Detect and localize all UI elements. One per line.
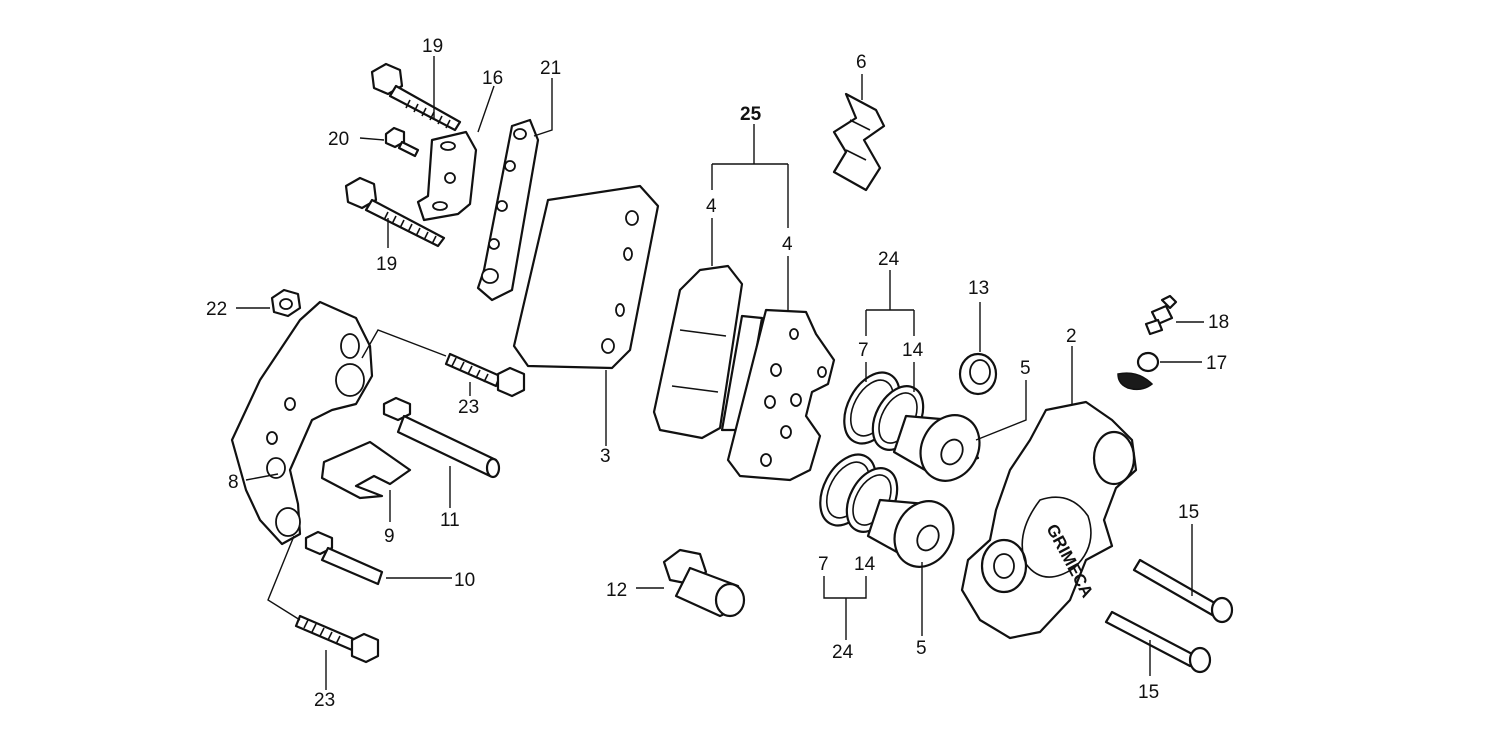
callout-7-lower: 7: [818, 554, 829, 575]
piston-5-upper: [892, 414, 981, 482]
callout-7-upper: 7: [858, 340, 869, 361]
callout-19-top: 19: [422, 36, 443, 57]
callout-4-right: 4: [782, 234, 793, 255]
bolt-20: [384, 126, 420, 158]
bracket-16: [416, 130, 478, 222]
callout-24-upper: 24: [878, 249, 900, 270]
callout-13: 13: [968, 278, 989, 299]
callout-19-bottom: 19: [376, 254, 397, 275]
pin-10: [304, 530, 384, 586]
callout-9: 9: [384, 526, 395, 547]
leader-lines: [236, 56, 1204, 690]
callout-22: 22: [206, 299, 227, 320]
callout-20: 20: [328, 129, 349, 150]
callout-18: 18: [1208, 312, 1229, 333]
bracket-8: [230, 300, 374, 546]
callout-5-upper: 5: [1020, 358, 1031, 379]
bolt-19-lower: [344, 176, 446, 248]
banjo-bolt-12: [662, 548, 746, 618]
callout-10: 10: [454, 570, 475, 591]
callout-14-lower: 14: [854, 554, 876, 575]
callout-25: 25: [740, 104, 762, 125]
brake-pad-4-left: [652, 264, 764, 440]
brake-pad-4-right: [726, 308, 836, 482]
bushing-13: [958, 352, 998, 396]
callout-17: 17: [1206, 353, 1227, 374]
bleeder-cap-17: [1117, 351, 1160, 391]
callout-8: 8: [228, 472, 239, 493]
callout-21: 21: [540, 58, 561, 79]
caliper-body-2: GRIMECA: [960, 400, 1138, 640]
piston-5-lower: [866, 498, 955, 568]
callout-23-upper: 23: [458, 397, 479, 418]
clip-9: [320, 440, 412, 500]
callout-3: 3: [600, 446, 611, 467]
callout-23-lower: 23: [314, 690, 335, 711]
pad-spring-6: [832, 92, 886, 192]
callout-24-lower: 24: [832, 642, 854, 663]
bolt-23-upper: [444, 352, 526, 398]
callout-15-lower: 15: [1138, 682, 1159, 703]
pin-15-lower: [1104, 610, 1212, 674]
callout-5-lower: 5: [916, 638, 927, 659]
pin-15-upper: [1132, 558, 1234, 624]
callout-4-left: 4: [706, 196, 717, 217]
callout-11: 11: [440, 510, 460, 531]
bolt-19-upper: [370, 62, 462, 132]
callout-2: 2: [1066, 326, 1077, 347]
callout-16: 16: [482, 68, 503, 89]
nut-22: [270, 288, 302, 318]
plate-21: [476, 118, 540, 302]
pin-11: [382, 396, 501, 479]
callout-15-upper: 15: [1178, 502, 1199, 523]
callout-6: 6: [856, 52, 867, 73]
callout-12: 12: [606, 580, 627, 601]
callout-labels: 19 16 21 20 19 22 23 8 9 11 10 23 3 25 4…: [206, 36, 1229, 711]
shim-3: [512, 184, 660, 370]
bleeder-18: [1144, 294, 1178, 336]
bolt-23-lower: [294, 614, 380, 664]
callout-14-upper: 14: [902, 340, 924, 361]
